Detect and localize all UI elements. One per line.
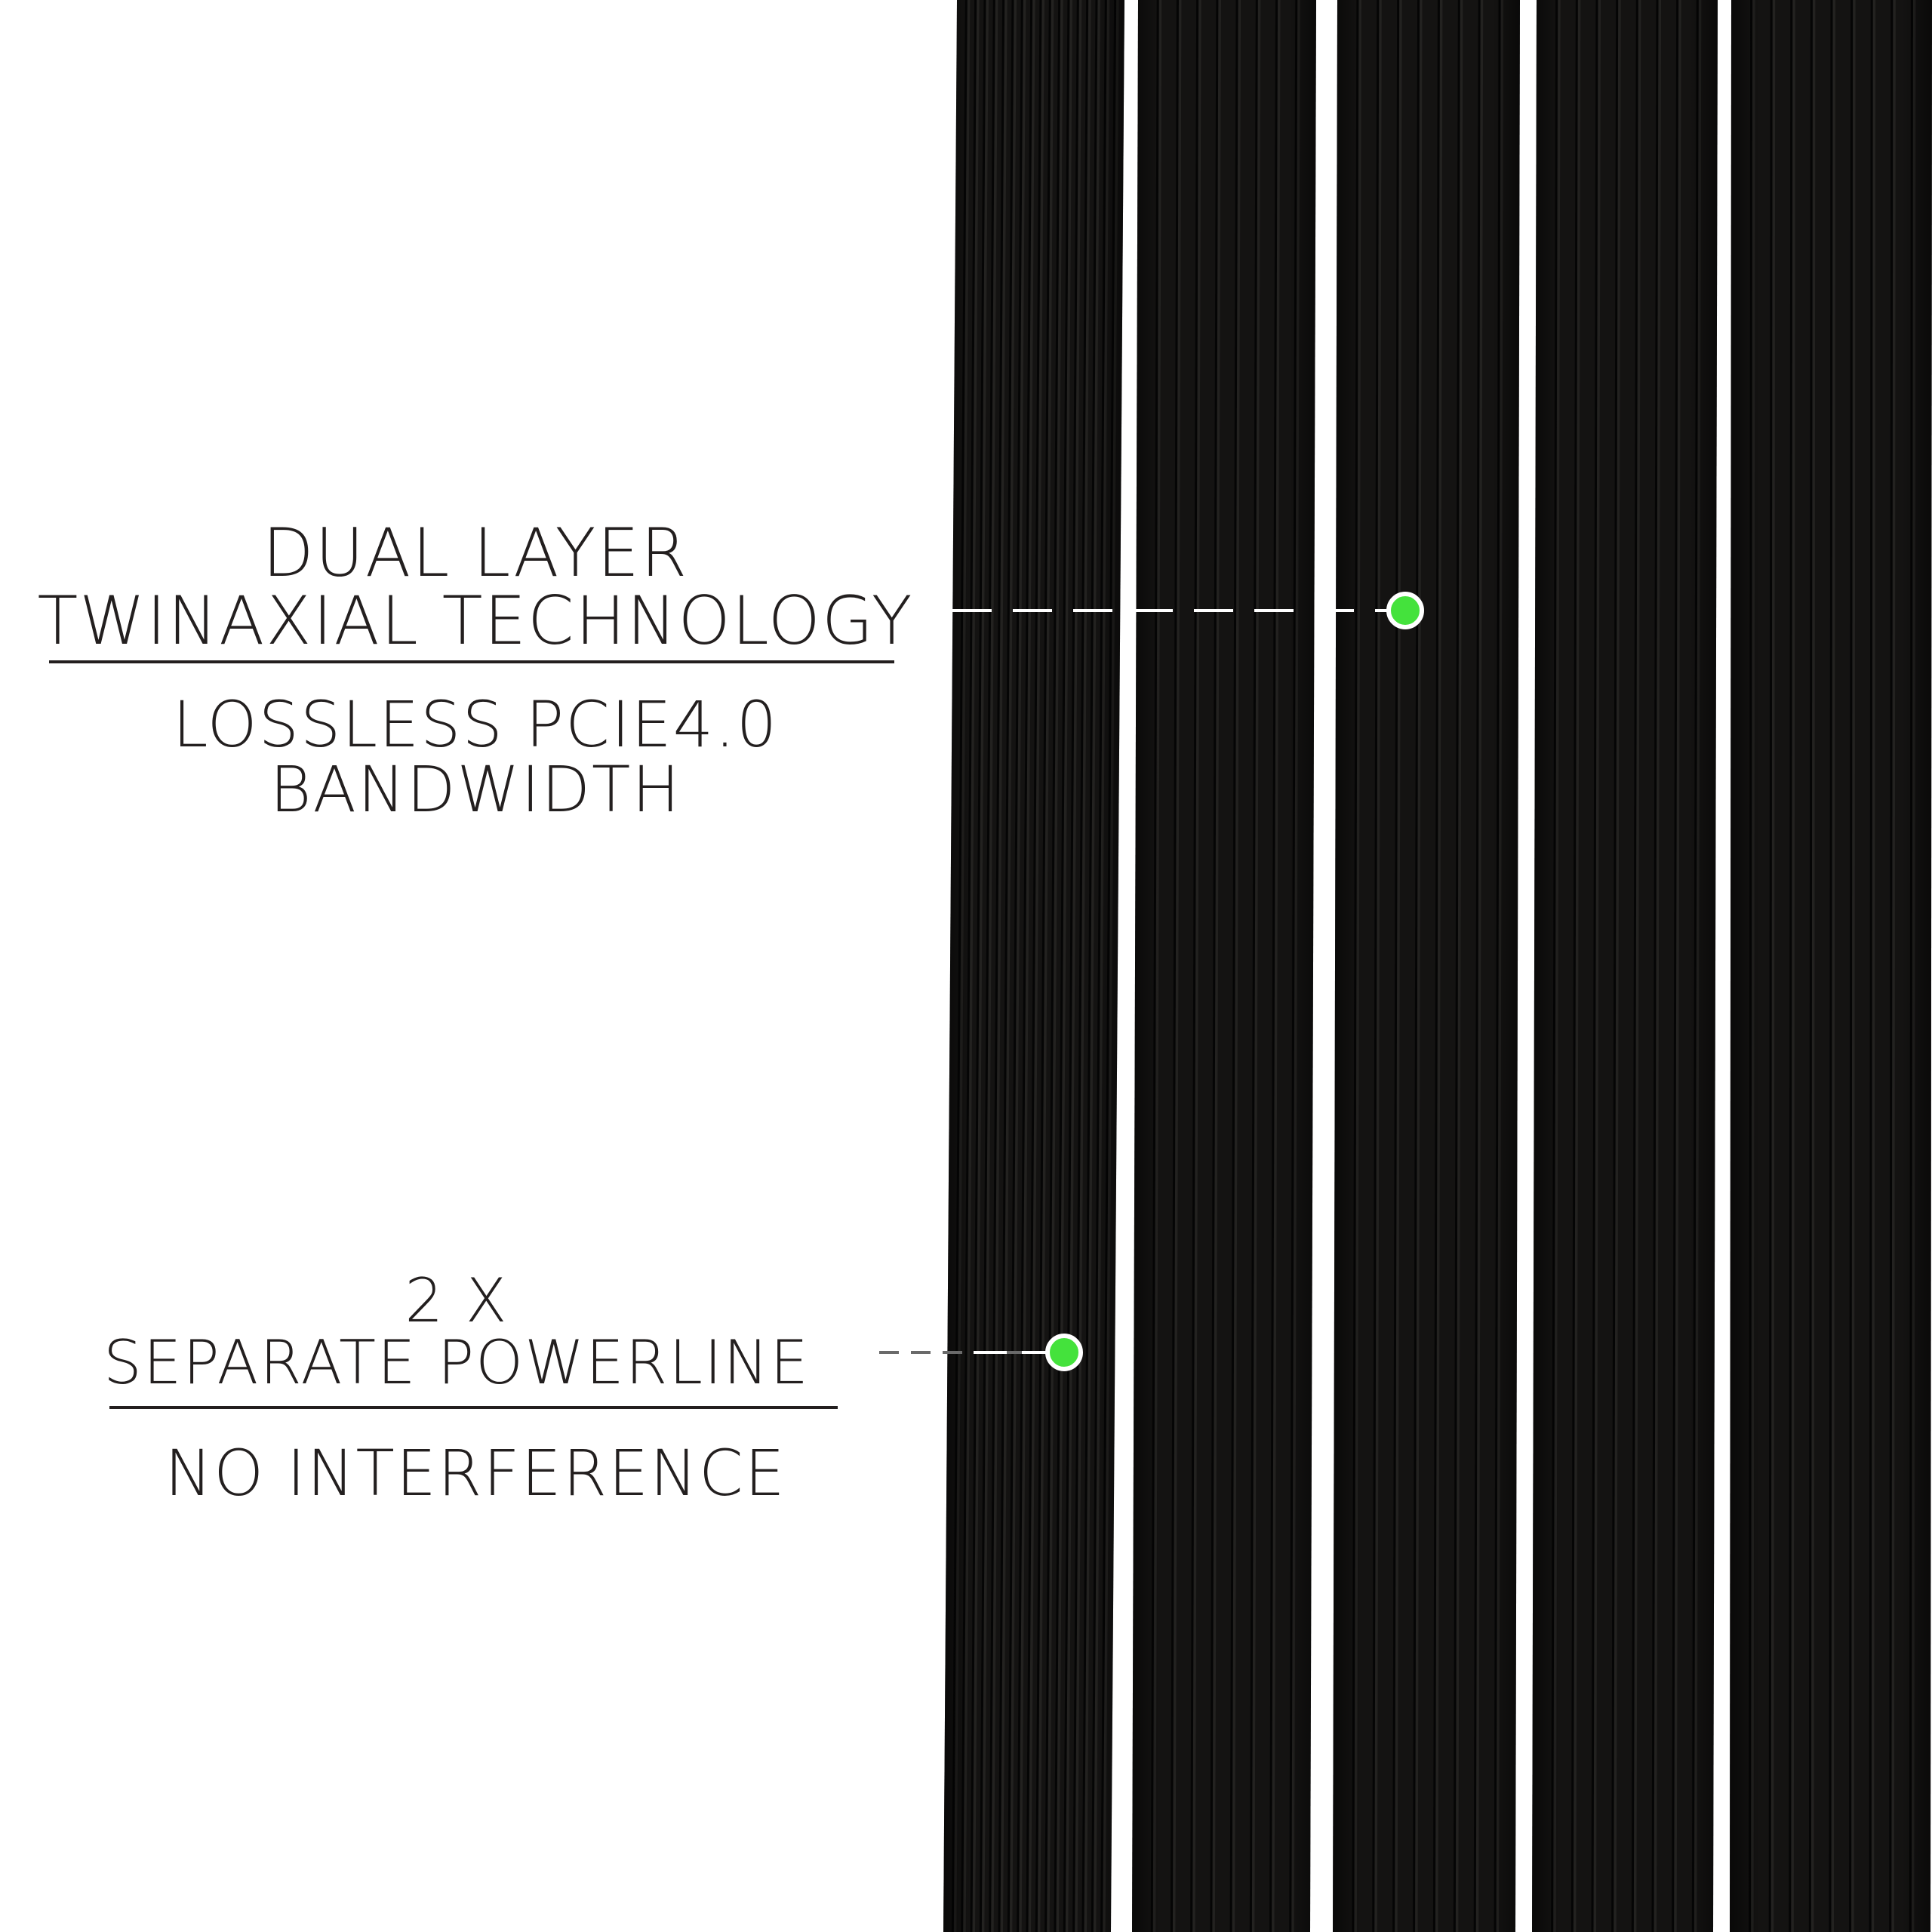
callout-2-heading: 2 X SEPARATE POWERLINE — [53, 1270, 860, 1393]
callout-1-marker-dot-icon — [1386, 592, 1424, 629]
ribbon-cable-4 — [1532, 0, 1718, 1932]
ribbon-cable-2 — [1132, 0, 1316, 1932]
ribbon-cable-3 — [1333, 0, 1520, 1932]
callout-2-subtext-line-1: NO INTERFERENCE — [165, 1436, 786, 1510]
callout-2-heading-line-2: SEPARATE POWERLINE — [103, 1327, 810, 1398]
callout-2-marker-dot-icon — [1045, 1334, 1083, 1371]
callout-1-subtext-line-1: LOSSLESS PCIE4.0 — [172, 688, 779, 761]
callout-1-heading: DUAL LAYER TWINAXIAL TECHNOLOGY — [15, 519, 936, 655]
ribbon-cable-1 — [943, 0, 1124, 1932]
callout-1-subtext-line-2: BANDWIDTH — [269, 752, 681, 826]
callout-1-subtext: LOSSLESS PCIE4.0 BANDWIDTH — [98, 688, 853, 826]
callout-2-heading-line-1: 2 X — [405, 1266, 509, 1336]
callout-1-heading-line-1: DUAL LAYER — [262, 514, 689, 592]
ribbon-cable-5 — [1730, 0, 1932, 1932]
callout-1-heading-line-2: TWINAXIAL TECHNOLOGY — [37, 581, 914, 660]
callout-1-divider — [49, 660, 894, 663]
callout-2-divider — [109, 1406, 838, 1409]
callout-2-subtext: NO INTERFERENCE — [106, 1441, 845, 1506]
